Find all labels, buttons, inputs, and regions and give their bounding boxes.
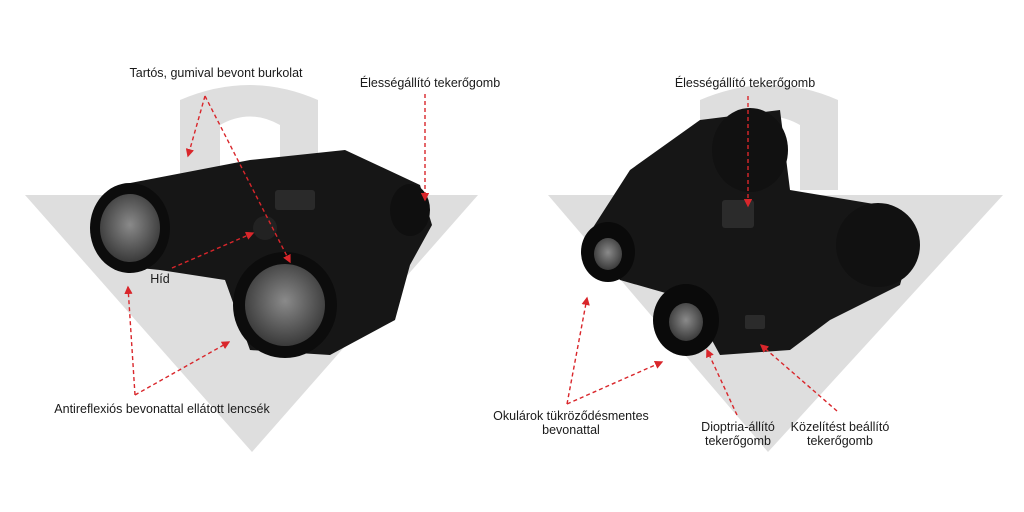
- label-focus-knob-right: Élességállító tekerőgomb: [674, 76, 816, 90]
- label-eyepieces-line1: Okulárok tükröződésmentes: [493, 409, 649, 423]
- label-rubber-body: Tartós, gumival bevont burkolat: [129, 66, 303, 80]
- label-eyepieces-line2: bevonattal: [542, 423, 600, 437]
- binoculars-rear-view: [581, 108, 920, 356]
- label-antireflective-lenses: Antireflexiós bevonattal ellátott lencsé…: [54, 402, 270, 416]
- label-eyepieces: Okulárok tükröződésmentes bevonattal: [493, 409, 649, 437]
- label-diopter-line1: Dioptria-állító: [701, 420, 775, 434]
- label-zoom-line1: Közelítést beállító: [790, 420, 890, 434]
- label-focus-knob-left: Élességállító tekerőgomb: [359, 76, 501, 90]
- binoculars-front-view: [90, 150, 432, 358]
- label-diopter-line2: tekerőgomb: [704, 434, 772, 448]
- label-zoom-knob: Közelítést beállító tekerőgomb: [791, 420, 890, 448]
- annotation-arrows: [124, 94, 838, 416]
- label-diopter: Dioptria-állító tekerőgomb: [701, 420, 775, 448]
- label-bridge: Híd: [150, 272, 170, 286]
- label-zoom-line2: tekerőgomb: [806, 434, 874, 448]
